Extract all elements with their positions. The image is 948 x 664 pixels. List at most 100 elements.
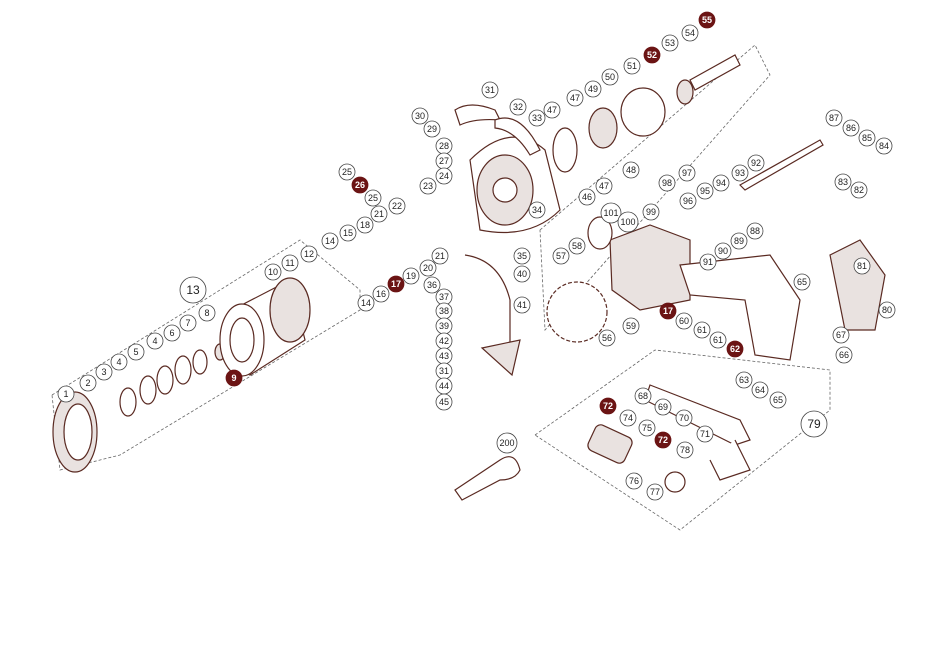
callout-88: 88	[746, 222, 764, 240]
callout-circle	[110, 353, 128, 371]
callout-10: 10	[264, 263, 282, 281]
callout-number: 15	[343, 228, 353, 238]
callout-circle	[832, 326, 850, 344]
callout-number: 55	[702, 15, 712, 25]
callout-number: 71	[700, 429, 710, 439]
callout-circle	[654, 398, 672, 416]
callout-circle	[179, 276, 207, 304]
callout-55: 55	[698, 11, 716, 29]
callout-circle	[622, 317, 640, 335]
callout-11: 11	[281, 254, 299, 272]
callout-number: 32	[513, 102, 523, 112]
callout-number: 2	[85, 378, 90, 388]
callout-36: 36	[423, 276, 441, 294]
callout-number: 4	[152, 336, 157, 346]
callout-circle	[675, 409, 693, 427]
callout-32: 32	[509, 98, 527, 116]
callout-number: 98	[662, 178, 672, 188]
callout-circle	[654, 431, 672, 449]
callout-20: 20	[419, 259, 437, 277]
callout-19: 19	[402, 267, 420, 285]
callout-96: 96	[679, 192, 697, 210]
callout-17: 17	[659, 302, 677, 320]
callout-number: 1	[63, 389, 68, 399]
callout-circle	[411, 107, 429, 125]
callout-number: 10	[268, 267, 278, 277]
callout-number: 61	[713, 335, 723, 345]
callout-number: 25	[342, 167, 352, 177]
callout-number: 94	[716, 178, 726, 188]
callout-circle	[709, 331, 727, 349]
callout-13: 13	[179, 276, 207, 304]
callout-circle	[595, 177, 613, 195]
callout-number: 52	[647, 50, 657, 60]
callout-labels: 5554535251504947473331323029282725262524…	[57, 11, 896, 501]
callout-circle	[661, 34, 679, 52]
callout-circle	[198, 304, 216, 322]
callout-circle	[617, 211, 639, 233]
callout-93: 93	[731, 164, 749, 182]
callout-number: 47	[570, 93, 580, 103]
callout-17: 17	[387, 275, 405, 293]
callout-circle	[679, 192, 697, 210]
callout-31: 31	[435, 362, 453, 380]
callout-68: 68	[634, 387, 652, 405]
callout-number: 46	[582, 192, 592, 202]
callout-circle	[339, 224, 357, 242]
callout-95: 95	[696, 182, 714, 200]
callout-number: 75	[642, 423, 652, 433]
callout-number: 42	[439, 336, 449, 346]
callout-number: 4	[116, 357, 121, 367]
callout-circle	[731, 164, 749, 182]
callout-40: 40	[513, 265, 531, 283]
callout-circle	[646, 483, 664, 501]
side-cover	[829, 239, 886, 331]
callout-79: 79	[800, 410, 828, 438]
callout-89: 89	[730, 232, 748, 250]
reel-body	[587, 139, 824, 361]
callout-42: 42	[435, 332, 453, 350]
callout-circle	[568, 237, 586, 255]
callout-number: 47	[599, 181, 609, 191]
callout-16: 16	[372, 285, 390, 303]
callout-number: 43	[439, 351, 449, 361]
callout-circle	[146, 332, 164, 350]
callout-number: 60	[679, 316, 689, 326]
callout-number: 31	[439, 366, 449, 376]
callout-number: 77	[650, 487, 660, 497]
callout-number: 59	[626, 321, 636, 331]
callout-number: 12	[304, 249, 314, 259]
callout-number: 31	[485, 85, 495, 95]
callout-circle	[338, 163, 356, 181]
callout-200: 200	[496, 432, 518, 454]
callout-72: 72	[599, 397, 617, 415]
callout-82: 82	[850, 181, 868, 199]
callout-9: 9	[225, 369, 243, 387]
callout-number: 91	[703, 257, 713, 267]
callout-7: 7	[179, 314, 197, 332]
callout-number: 85	[862, 133, 872, 143]
callout-circle	[372, 285, 390, 303]
callout-number: 76	[629, 476, 639, 486]
callout-circle	[552, 247, 570, 265]
callout-61: 61	[693, 321, 711, 339]
callout-number: 11	[285, 258, 294, 268]
callout-number: 58	[572, 241, 582, 251]
callout-circle	[387, 275, 405, 293]
callout-circle	[435, 167, 453, 185]
callout-14: 14	[357, 294, 375, 312]
callout-50: 50	[601, 68, 619, 86]
callout-75: 75	[638, 419, 656, 437]
callout-92: 92	[747, 154, 765, 172]
callout-circle	[712, 174, 730, 192]
callout-circle	[127, 343, 145, 361]
callout-circle	[225, 369, 243, 387]
callout-21: 21	[431, 247, 449, 265]
callout-number: 67	[836, 330, 846, 340]
callout-number: 49	[588, 84, 598, 94]
callout-circle	[675, 312, 693, 330]
callout-100: 100	[617, 211, 639, 233]
bail-wire	[464, 254, 511, 345]
callout-circle	[696, 425, 714, 443]
callout-35: 35	[513, 247, 531, 265]
